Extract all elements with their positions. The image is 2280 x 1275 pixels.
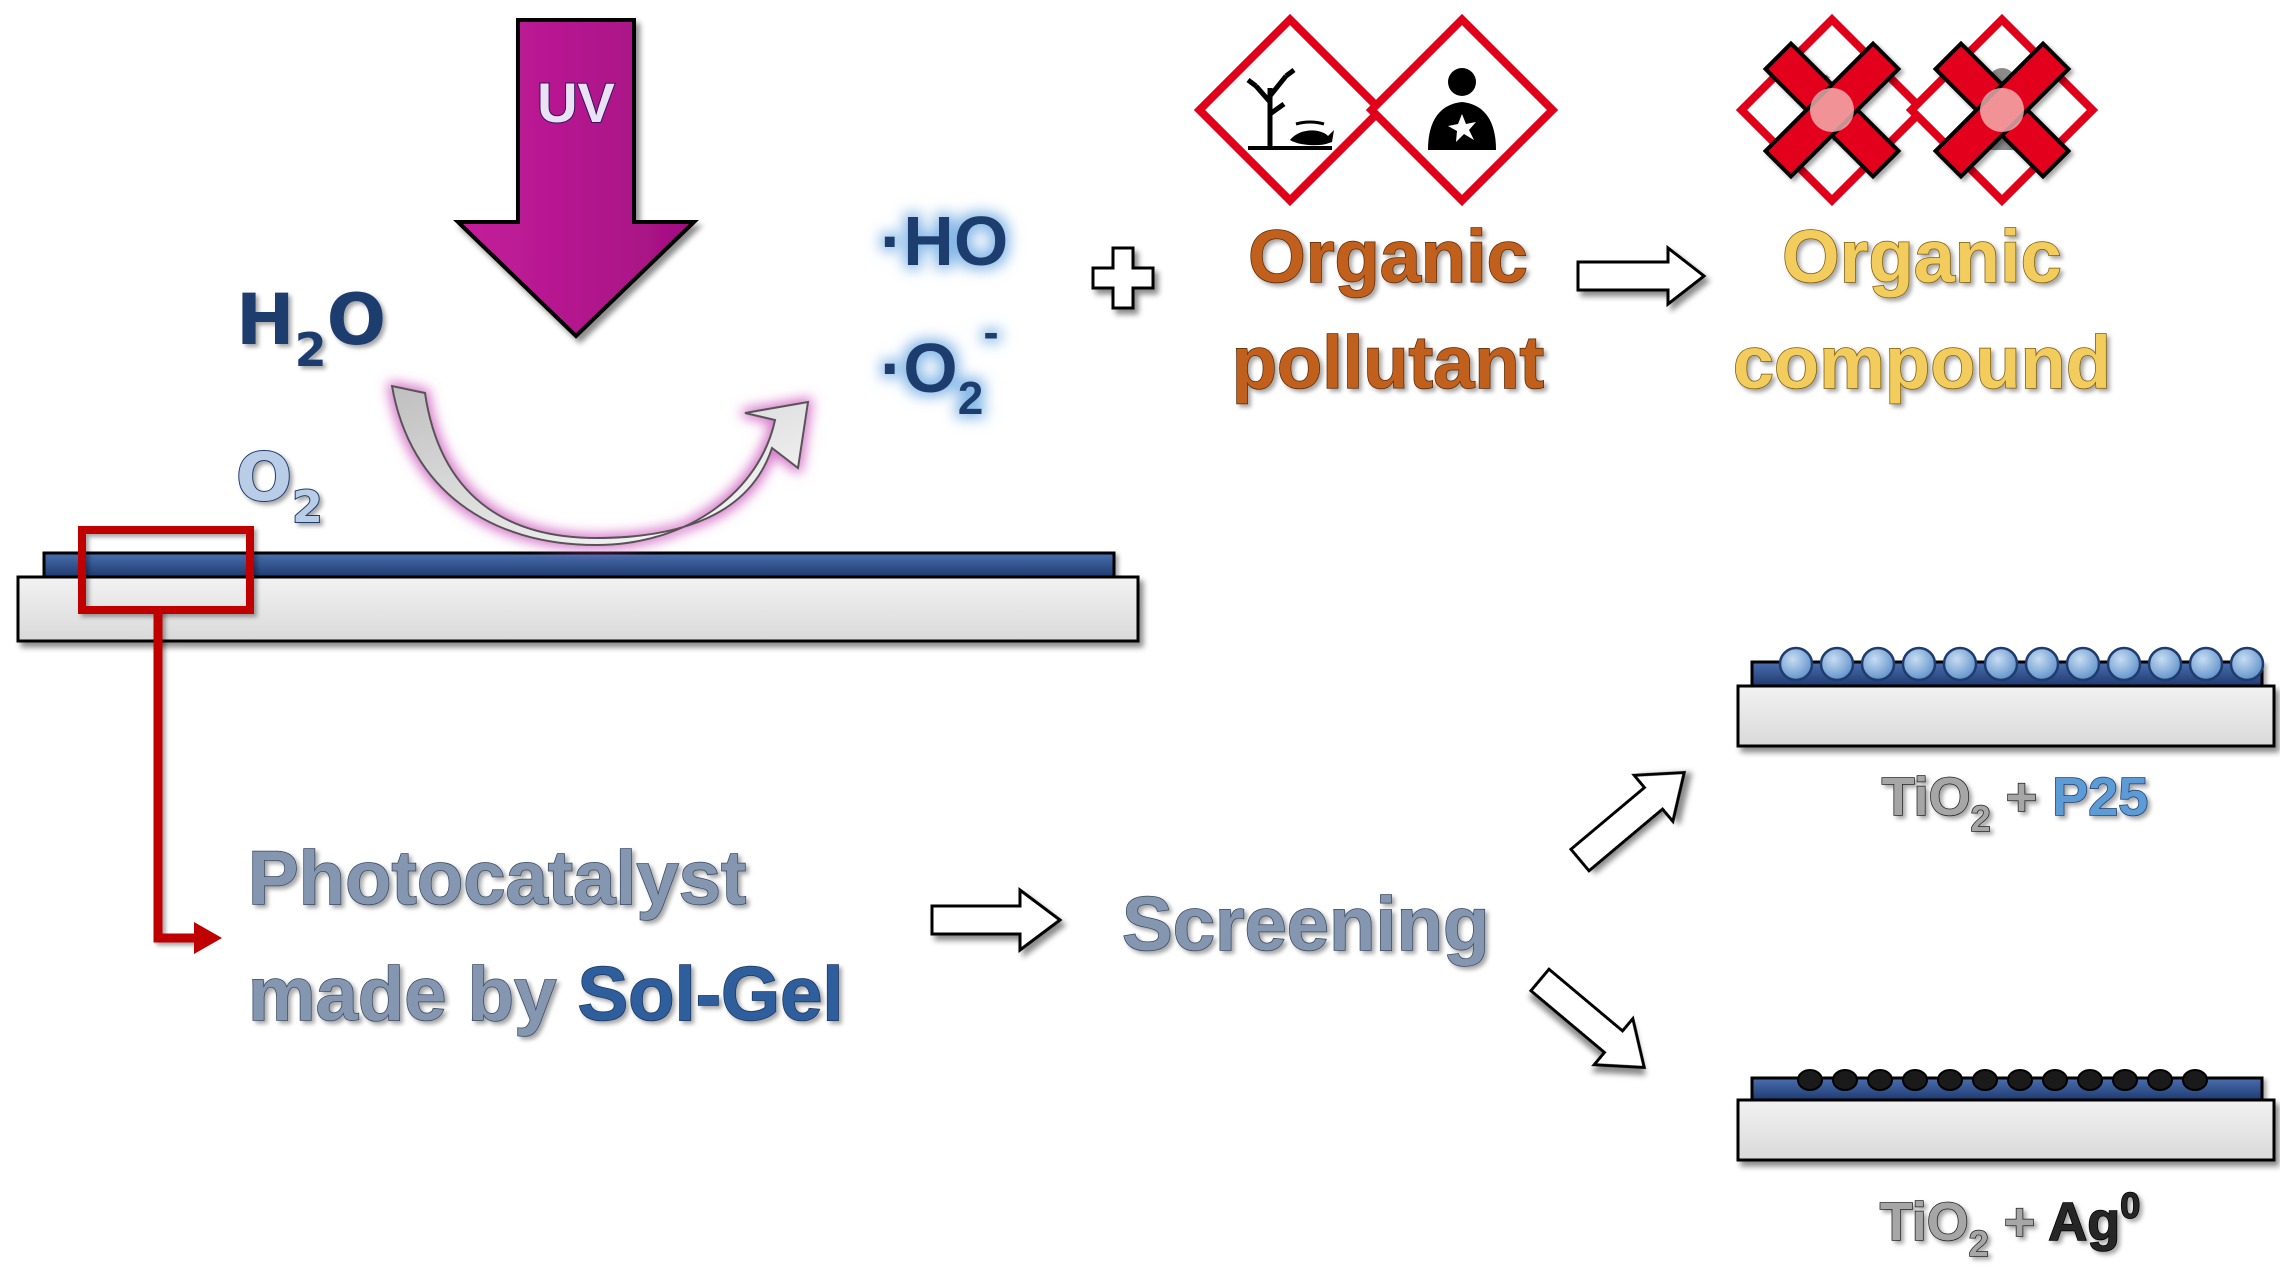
photocatalyst-line2: made by Sol-Gel	[248, 952, 844, 1037]
compound-label: Organic compound	[1732, 214, 2112, 405]
curved-arrow	[390, 384, 810, 547]
conversion-arrow	[1576, 244, 1707, 308]
ag-label: TiO2 + Ag0	[1880, 1185, 2141, 1264]
health-hazard-icon	[1365, 13, 1559, 207]
photocatalyst-line1: Photocatalyst	[248, 836, 746, 921]
compound-line1: Organic	[1782, 215, 2062, 298]
ag-particle	[2147, 1069, 2173, 1091]
environment-hazard-icon	[1193, 13, 1387, 207]
compound-line2: compound	[1733, 321, 2111, 404]
hydroxyl-radical: ·HO	[880, 202, 1008, 280]
superoxide-radical: ·O2-	[880, 306, 999, 424]
crossed-environment-icon	[1735, 13, 1929, 207]
branch-arrow-down	[1528, 967, 1647, 1070]
uv-arrow	[453, 18, 699, 339]
ag-particle	[2007, 1069, 2033, 1091]
oxygen-label: O2	[236, 439, 323, 533]
right-arrow-icon	[930, 887, 1063, 953]
screening-label: Screening	[1122, 882, 1489, 967]
p25-particle	[1778, 646, 1814, 682]
p25-label: TiO2 + P25	[1882, 767, 2149, 839]
ag-particle	[1937, 1069, 1963, 1091]
uv-arrow-icon	[453, 18, 699, 339]
right-arrow-icon	[1576, 244, 1707, 308]
p25-particle	[2106, 646, 2142, 682]
p25-particles	[1778, 646, 2265, 682]
ag-particle	[1797, 1069, 1823, 1091]
ag-particle	[2042, 1069, 2068, 1091]
sample-ag-plate	[1736, 1069, 2276, 1162]
callout-arrowhead-icon	[194, 922, 222, 954]
sample-p25-plate	[1736, 646, 2276, 748]
ag-substrate	[1736, 1098, 2276, 1162]
callout	[78, 526, 254, 954]
crossed-hazard-icon	[1762, 40, 1902, 180]
p25-particle	[1901, 646, 1937, 682]
branch-arrow-up	[1568, 770, 1687, 873]
crossed-health-icon	[1905, 13, 2099, 207]
sol-gel-label: Sol-Gel	[577, 952, 843, 1037]
main-plate	[16, 551, 1140, 643]
callout-line	[153, 610, 196, 943]
right-arrow-icon	[1568, 770, 1687, 873]
p25-particle	[1942, 646, 1978, 682]
water-label: H2O	[236, 279, 386, 377]
pollutant-line1: Organic	[1248, 215, 1528, 298]
screening-arrow	[930, 887, 1063, 953]
callout-box	[78, 526, 254, 614]
ag-particle	[1902, 1069, 1928, 1091]
p25-particle	[1860, 646, 1896, 682]
radicals: ·HO ·O2-	[880, 202, 1008, 424]
main-coating	[42, 551, 1116, 579]
plus-icon	[1091, 246, 1155, 310]
right-arrow-icon	[1528, 967, 1647, 1070]
ag-particle	[2112, 1069, 2138, 1091]
pollutant-line2: pollutant	[1232, 321, 1544, 404]
ag-particle	[1972, 1069, 1998, 1091]
p25-substrate	[1736, 684, 2276, 748]
ag-particles	[1797, 1069, 2208, 1091]
pollutant-label: Organic pollutant	[1231, 214, 1545, 405]
ag-particle	[1867, 1069, 1893, 1091]
ag-particle	[1832, 1069, 1858, 1091]
p25-particle	[2024, 646, 2060, 682]
p25-particle	[1819, 646, 1855, 682]
p25-particle	[2147, 646, 2183, 682]
ag-particle	[2182, 1069, 2208, 1091]
p25-particle	[2229, 646, 2265, 682]
photocatalyst-label: Photocatalyst made by Sol-Gel	[247, 835, 844, 1038]
curved-arrow-icon	[390, 384, 810, 547]
p25-particle	[2188, 646, 2224, 682]
uv-label: UV	[537, 71, 615, 134]
crossed-hazard-icon	[1932, 40, 2072, 180]
p25-particle	[2065, 646, 2101, 682]
ag-particle	[2077, 1069, 2103, 1091]
p25-particle	[1983, 646, 2019, 682]
